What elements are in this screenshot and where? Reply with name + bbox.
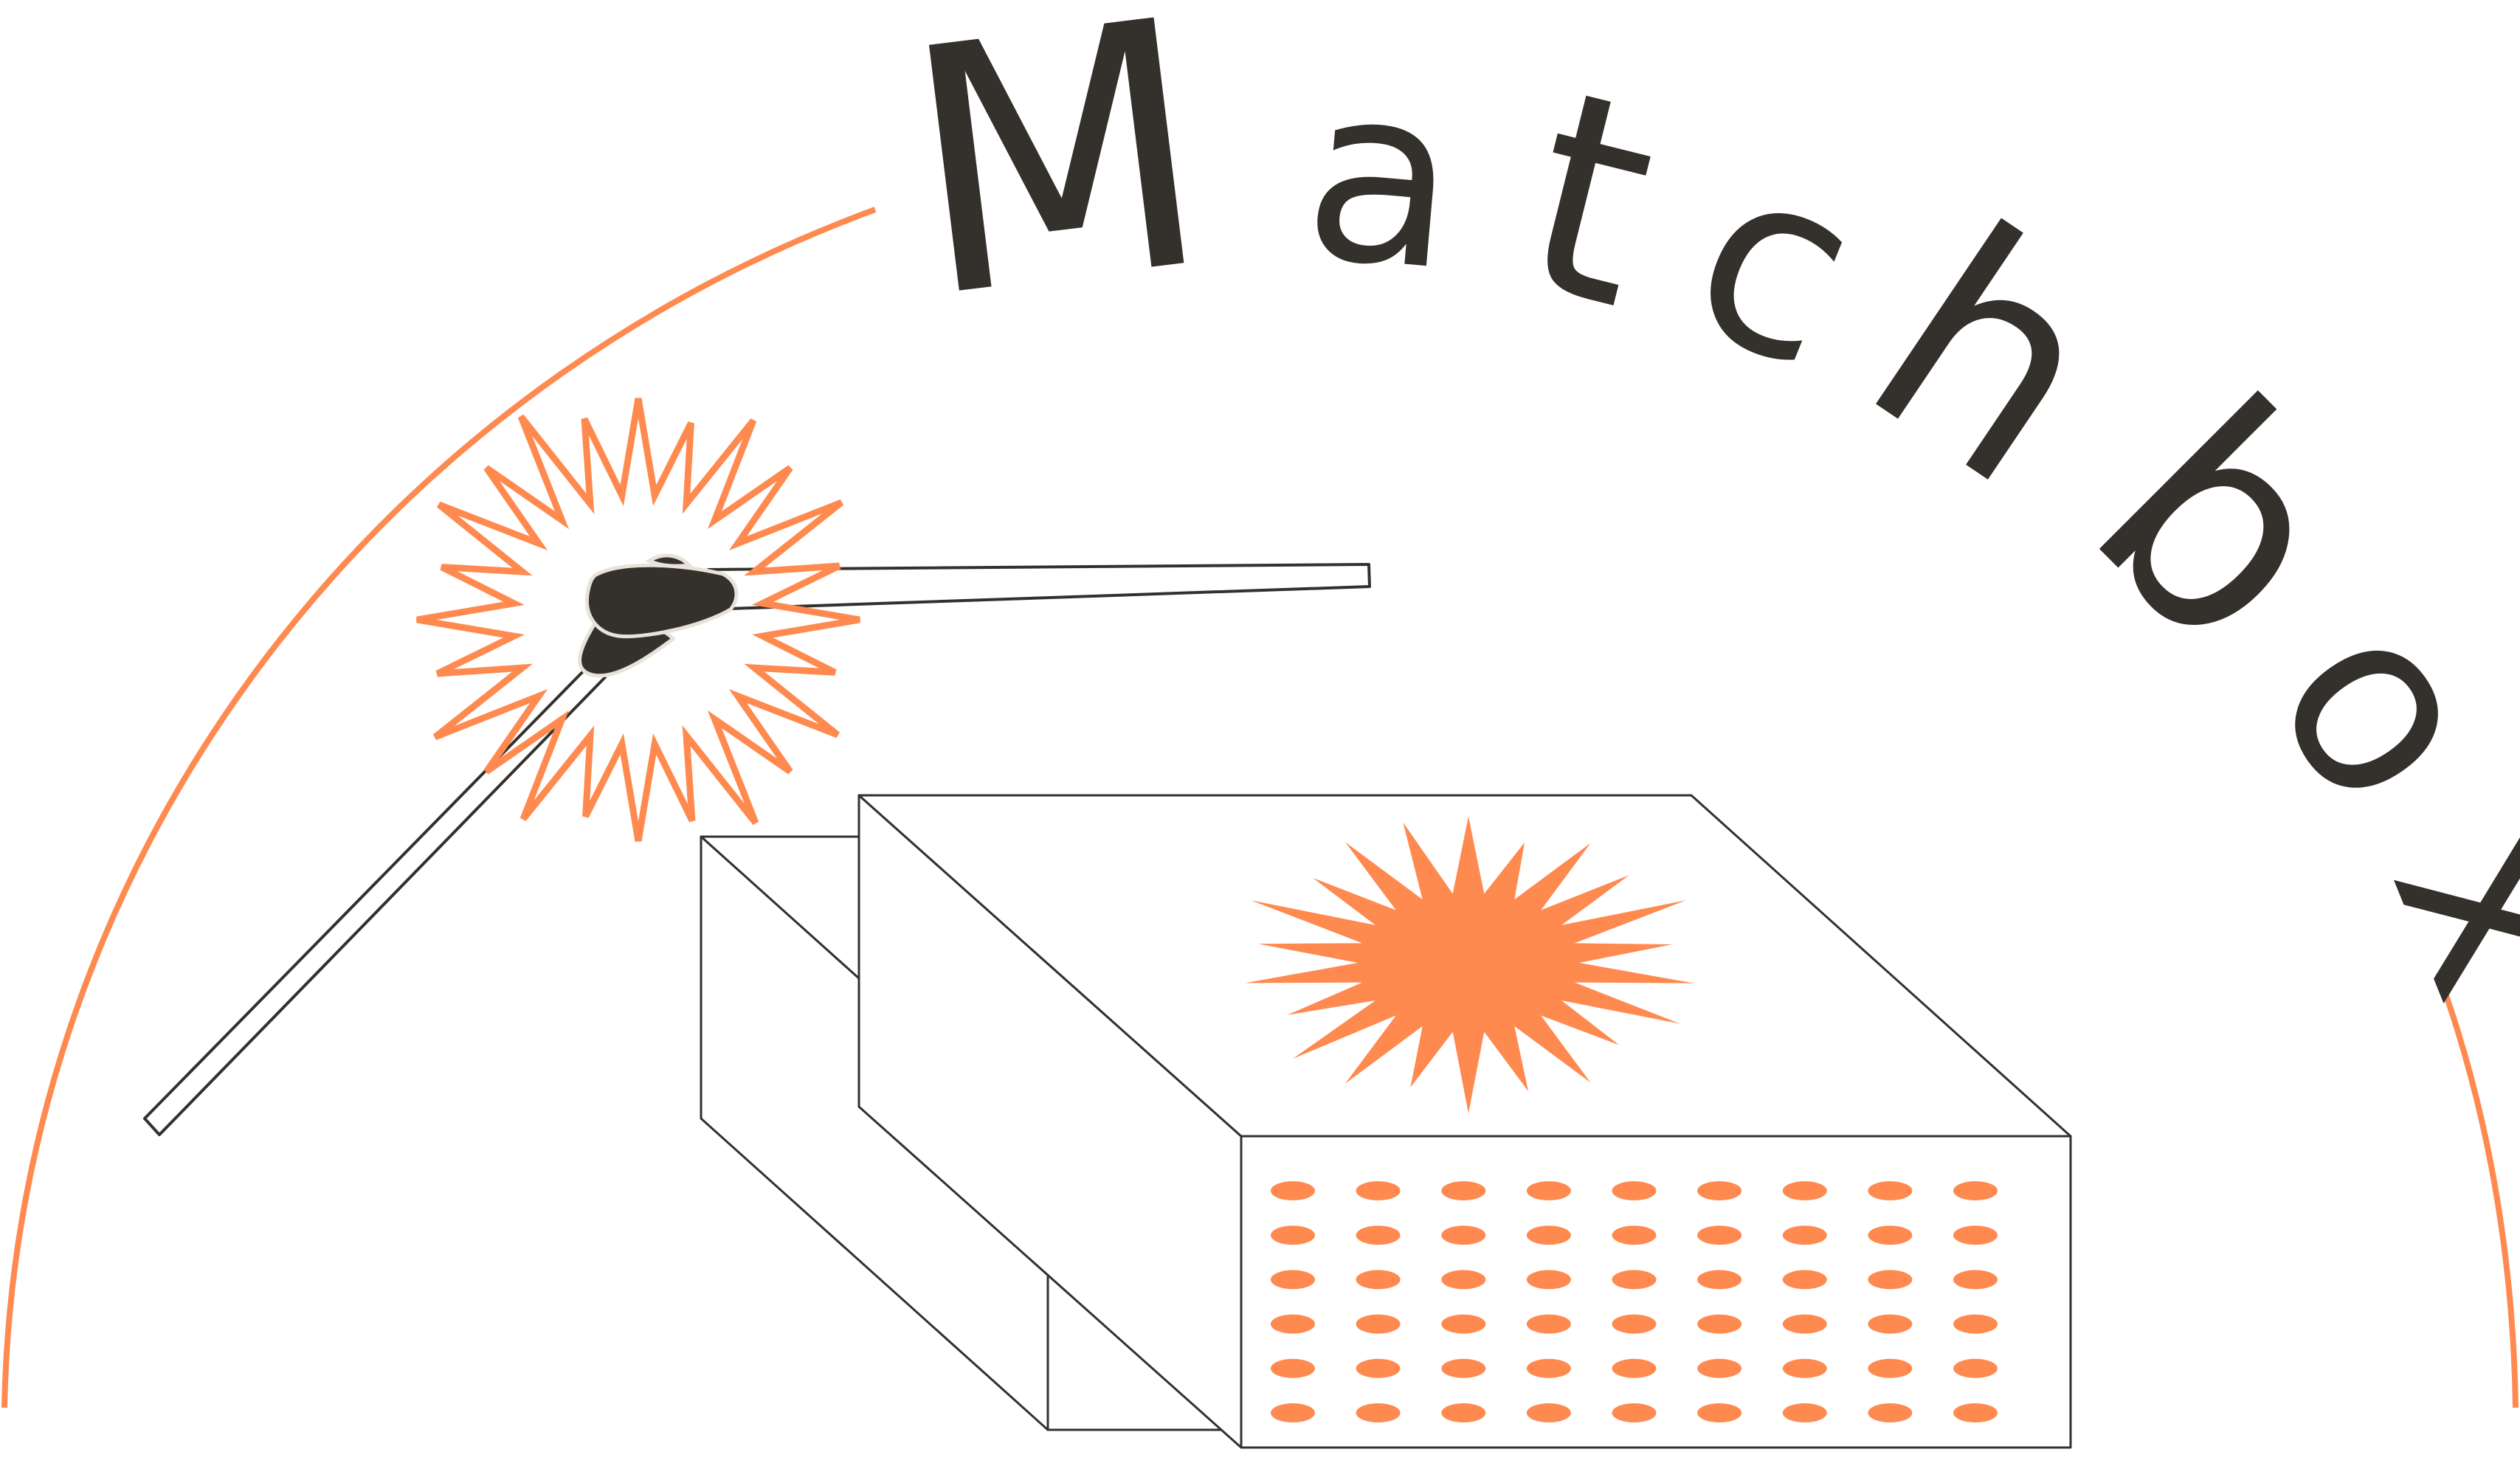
match-head [584, 563, 739, 639]
title-letter: M [888, 0, 1226, 374]
striker-dot [1612, 1181, 1657, 1200]
striker-dot [1526, 1270, 1571, 1290]
striker-dot [1441, 1314, 1486, 1334]
striker-dot [1441, 1181, 1486, 1200]
striker-dot [1697, 1225, 1742, 1245]
striker-dot [1782, 1270, 1827, 1290]
striker-dot [1868, 1314, 1913, 1334]
striker-dot [1868, 1181, 1913, 1200]
striker-dot [1868, 1225, 1913, 1245]
striker-dot [1526, 1181, 1571, 1200]
title-letter: t [1497, 27, 1683, 371]
spark-burst-icon [416, 398, 860, 842]
striker-dot [1697, 1403, 1742, 1422]
striker-dot [1612, 1270, 1657, 1290]
striker-dot [1612, 1225, 1657, 1245]
title-letter: c [1657, 103, 1894, 426]
striker-dot [1271, 1403, 1315, 1422]
striker-dot [1782, 1358, 1827, 1378]
striker-dot [1441, 1225, 1486, 1245]
striker-dot [1356, 1314, 1401, 1334]
striker-dot [1868, 1358, 1913, 1378]
striker-dot [1271, 1181, 1315, 1200]
title-letter: a [1294, 30, 1468, 325]
striker-dot [1271, 1225, 1315, 1245]
striker-dot [1356, 1270, 1401, 1290]
striker-dot [1782, 1314, 1827, 1334]
striker-dot [1441, 1403, 1486, 1422]
striker-dot [1612, 1358, 1657, 1378]
striker-dot [1953, 1314, 1998, 1334]
striker-dot [1612, 1314, 1657, 1334]
striker-dot [1356, 1225, 1401, 1245]
striker-dot [1526, 1225, 1571, 1245]
striker-dot [1953, 1181, 1998, 1200]
decorative-arc-right [2437, 975, 2519, 1408]
match-diagonal [143, 663, 607, 1136]
striker-dot [1356, 1181, 1401, 1200]
title-letter: x [2336, 786, 2520, 1034]
match-heads [578, 553, 739, 678]
striker-dot [1697, 1314, 1742, 1334]
striker-dot [1953, 1403, 1998, 1422]
striker-dots [1271, 1181, 1998, 1422]
striker-dot [1526, 1358, 1571, 1378]
striker-dot [1953, 1270, 1998, 1290]
striker-dot [1271, 1314, 1315, 1334]
striker-dot [1271, 1270, 1315, 1290]
striker-dot [1868, 1403, 1913, 1422]
striker-dot [1526, 1314, 1571, 1334]
striker-dot [1612, 1403, 1657, 1422]
striker-dot [1526, 1403, 1571, 1422]
striker-dot [1441, 1270, 1486, 1290]
spark-burst-icon [1245, 816, 1694, 1114]
striker-dot [1697, 1358, 1742, 1378]
decorative-arc-left [1, 207, 877, 1408]
striker-dot [1782, 1181, 1827, 1200]
striker-dot [1356, 1358, 1401, 1378]
striker-dot [1782, 1225, 1827, 1245]
striker-dot [1271, 1358, 1315, 1378]
striker-dot [1697, 1270, 1742, 1290]
striker-dot [1697, 1181, 1742, 1200]
striker-dot [1782, 1403, 1827, 1422]
striker-dot [1868, 1270, 1913, 1290]
striker-dot [1953, 1225, 1998, 1245]
striker-dot [1953, 1358, 1998, 1378]
striker-dot [1356, 1403, 1401, 1422]
striker-dot [1441, 1358, 1486, 1378]
match-stick [143, 663, 607, 1136]
